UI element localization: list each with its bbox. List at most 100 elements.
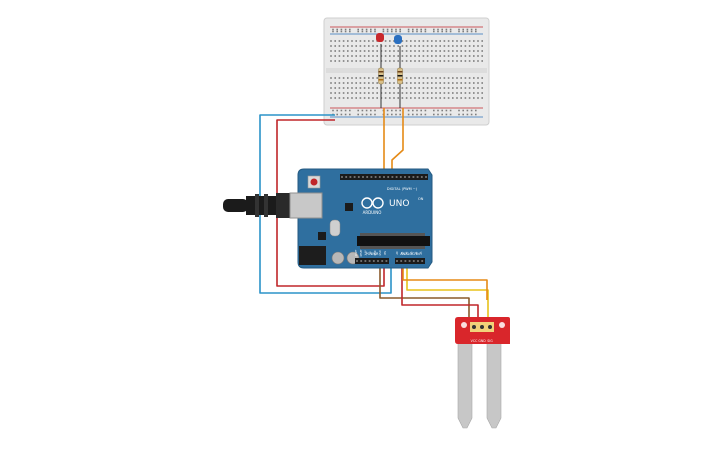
breadboard-hole (351, 82, 353, 84)
breadboard-hole (347, 92, 349, 94)
wire-sensor-vcc[interactable] (401, 268, 479, 322)
header-holes (341, 176, 427, 262)
breadboard-hole (449, 30, 452, 33)
power-header[interactable] (355, 258, 389, 264)
sensor-pin-vcc[interactable] (472, 325, 476, 329)
breadboard-hole (456, 40, 458, 42)
breadboard-hole (470, 109, 473, 112)
breadboard-hole (466, 109, 469, 112)
breadboard-hole (447, 40, 450, 42)
breadboard-hole (384, 45, 387, 47)
breadboard-hole (449, 113, 452, 116)
wire-sensor-gnd[interactable] (379, 268, 470, 322)
wire-gnd-blue[interactable] (259, 114, 392, 294)
breadboard-hole (397, 45, 399, 47)
power-header-hole (372, 260, 375, 262)
analog-header-hole (396, 260, 398, 262)
breadboard-hole (447, 50, 450, 52)
power-pin-label: RESET (360, 249, 363, 257)
breadboard-hole (426, 77, 429, 79)
breadboard-hole (342, 82, 345, 84)
breadboard-hole (393, 77, 395, 79)
breadboard-hole (433, 30, 435, 33)
breadboard-hole (391, 113, 393, 116)
breadboard-hole (422, 92, 425, 94)
breadboard-hole (391, 30, 393, 33)
breadboard-hole (481, 60, 483, 62)
wire-led-blue-signal[interactable] (391, 108, 404, 175)
breadboard-hole (347, 50, 349, 52)
breadboard-hole (410, 87, 412, 89)
wire-5v-red[interactable] (276, 119, 385, 287)
led-red[interactable] (376, 33, 384, 42)
breadboard-hole (439, 60, 441, 62)
power-pin-label: 5V (369, 251, 372, 254)
breadboard-hole (330, 87, 332, 89)
breadboard-hole (464, 40, 467, 42)
breadboard-hole (435, 87, 437, 89)
resistor-2-band (397, 79, 403, 81)
breadboard-hole (405, 55, 408, 57)
breadboard-hole (481, 40, 483, 42)
breadboard-hole (393, 82, 395, 84)
breadboard-hole (468, 55, 471, 57)
led-blue[interactable] (394, 35, 402, 44)
usb-cable[interactable] (223, 193, 298, 218)
breadboard-hole (475, 30, 477, 33)
breadboard-hole (443, 55, 446, 57)
breadboard-hole (431, 40, 433, 42)
led-red-body (376, 33, 384, 42)
soil-moisture-sensor[interactable]: VCC GND SIG (455, 317, 510, 429)
power-header-hole (368, 260, 371, 262)
breadboard-hole (399, 30, 401, 33)
breadboard-hole (401, 97, 404, 99)
breadboard-hole (386, 109, 389, 112)
breadboard-hole (389, 55, 391, 57)
breadboard-hole (338, 55, 341, 57)
breadboard-hole (447, 82, 450, 84)
breadboard-hole (330, 97, 332, 99)
digital-header-hole (378, 176, 381, 178)
breadboard-hole (363, 40, 366, 42)
usb-cable-end (223, 199, 248, 212)
breadboard[interactable] (323, 17, 490, 126)
breadboard-hole (418, 60, 420, 62)
breadboard-hole (414, 92, 416, 94)
breadboard-hole (359, 60, 362, 62)
breadboard-hole (456, 60, 458, 62)
sensor-pin-sig[interactable] (488, 325, 492, 329)
resistor-1[interactable] (378, 44, 384, 108)
breadboard-hole (439, 40, 441, 42)
wire-sensor-sig[interactable] (406, 268, 489, 322)
sensor-pin-gnd[interactable] (480, 325, 484, 329)
breadboard-hole (431, 92, 433, 94)
regulator (318, 232, 326, 240)
breadboard-hole (355, 97, 357, 99)
wire-sensor-extra[interactable] (402, 268, 488, 300)
arduino-uno-board[interactable]: ARDUINO UNO DIGITAL (PWM ~) POWER ANALOG… (289, 168, 433, 269)
breadboard-hole (376, 55, 378, 57)
sensor-label-gnd: GND (478, 339, 486, 343)
breadboard-hole (338, 40, 341, 42)
breadboard-hole (422, 77, 425, 79)
breadboard-hole (418, 50, 420, 52)
breadboard-hole (355, 77, 357, 79)
breadboard-hole (338, 87, 341, 89)
breadboard-hole (363, 82, 366, 84)
breadboard-hole (397, 92, 399, 94)
breadboard-hole (374, 30, 376, 33)
breadboard-hole (389, 92, 391, 94)
breadboard-hole (349, 113, 351, 116)
breadboard-hole (462, 109, 464, 112)
breadboard-hole (443, 50, 446, 52)
breadboard-hole (460, 82, 462, 84)
reset-button-cap[interactable] (310, 178, 318, 186)
resistor-2[interactable] (397, 46, 403, 108)
breadboard-hole (464, 55, 467, 57)
breadboard-hole (460, 97, 462, 99)
breadboard-hole (420, 109, 422, 112)
breadboard-hole (475, 113, 477, 116)
breadboard-hole (361, 113, 364, 116)
breadboard-hole (338, 92, 341, 94)
breadboard-hole (338, 97, 341, 99)
